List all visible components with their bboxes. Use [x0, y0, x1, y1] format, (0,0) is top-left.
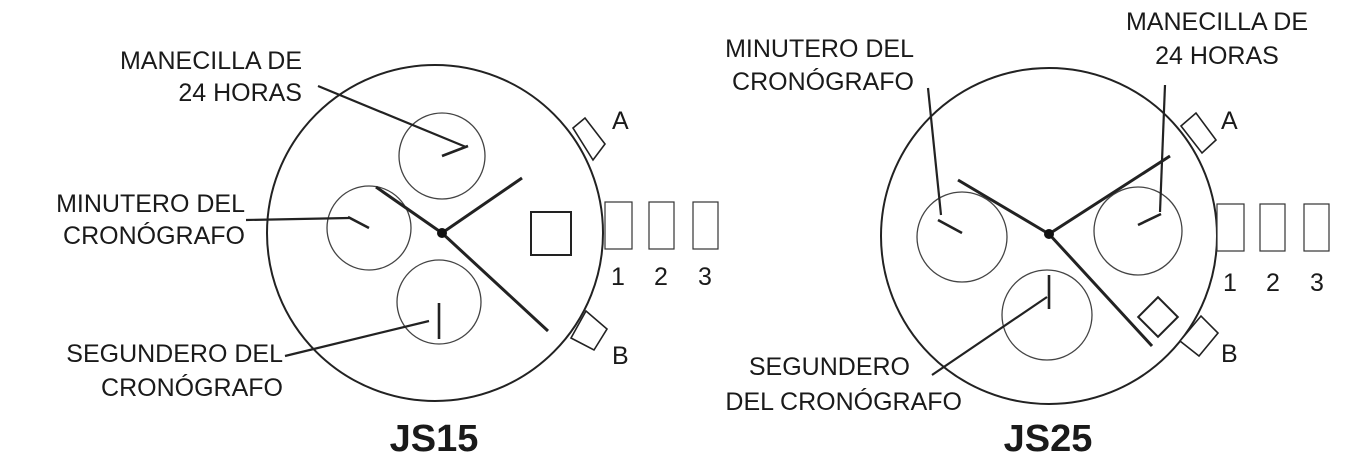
js25-crown-num-1: 1 [1223, 269, 1237, 297]
js15-label-second-line2: CRONÓGRAFO [101, 373, 283, 402]
js25-24h-hand [1137, 212, 1162, 227]
js25-watch: A B 1 2 3 MINUTERO DEL CRONÓGRAFO MANECI… [725, 8, 1330, 459]
js25-hour-hand [1048, 154, 1171, 236]
js15-pusher-b [569, 309, 609, 352]
js25-minute-main-hand [1047, 232, 1154, 348]
js15-model-title: JS15 [390, 418, 479, 459]
js15-minute-main-hand [440, 231, 550, 333]
js25-leader-24h [1158, 84, 1167, 213]
js15-crown-num-2: 2 [654, 263, 668, 291]
js15-crown-pos-3 [692, 201, 719, 250]
js15-24h-hand [441, 144, 469, 158]
js25-crown-pos-1 [1216, 203, 1245, 252]
js25-label-24h-line1: MANECILLA DE [1126, 8, 1308, 36]
js25-label-second-line2: DEL CRONÓGRAFO [725, 387, 962, 416]
js15-subdial-24h [398, 112, 486, 200]
js15-pusher-a [571, 116, 607, 162]
js25-pusher-a-label: A [1221, 107, 1238, 135]
js25-seconds-main-hand [957, 178, 1050, 236]
js15-crown-num-3: 3 [698, 263, 712, 291]
js15-pusher-b-label: B [612, 342, 629, 370]
js15-subdial-minute [326, 185, 412, 271]
js15-label-second-line1: SEGUNDERO DEL [66, 340, 283, 368]
js25-crown-num-2: 2 [1266, 269, 1280, 297]
js25-date-window [1136, 295, 1180, 339]
js15-pusher-a-label: A [612, 107, 629, 135]
js15-center-pin [437, 228, 447, 238]
js25-crown-positions: 1 2 3 [1216, 203, 1330, 297]
js15-date-window [530, 211, 572, 256]
js25-subdial-second [1001, 269, 1093, 361]
js25-pusher-a [1179, 111, 1218, 155]
js25-minute-hand [937, 218, 963, 235]
js25-crown-num-3: 3 [1310, 269, 1324, 297]
js25-leader-minute [926, 87, 943, 216]
js25-subdial-minute [916, 191, 1008, 283]
js15-seconds-main-hand [375, 185, 443, 235]
js15-watch-case [266, 64, 604, 402]
js15-leader-minute [245, 216, 350, 222]
js25-center-pin [1044, 229, 1054, 239]
js25-pusher-b-label: B [1221, 340, 1238, 368]
js25-model-title: JS25 [1004, 418, 1093, 459]
js25-subdial-24h [1093, 186, 1183, 276]
js25-leader-second [931, 296, 1048, 376]
js15-subdial-second [396, 259, 482, 345]
js15-minute-hand [347, 215, 370, 230]
js25-crown-pos-3 [1303, 203, 1330, 252]
js15-crown-positions: 1 2 3 [604, 201, 719, 291]
js15-label-24h-line1: MANECILLA DE [120, 47, 302, 75]
js15-hour-hand [441, 176, 523, 235]
js15-crown-pos-2 [648, 201, 675, 250]
js15-label-minute-line2: CRONÓGRAFO [63, 221, 245, 250]
js25-crown-pos-2 [1259, 203, 1286, 252]
js15-watch: A B 1 2 3 MANECILLA DE 24 HORAS MINUTERO… [56, 47, 719, 459]
js15-crown-num-1: 1 [611, 263, 625, 291]
js15-leader-second [284, 319, 430, 358]
js15-label-24h-line2: 24 HORAS [178, 79, 302, 107]
js25-label-24h-line2: 24 HORAS [1155, 42, 1279, 70]
js25-pusher-b [1178, 314, 1220, 358]
js25-label-second-line1: SEGUNDERO [749, 353, 910, 381]
js25-label-minute-line2: CRONÓGRAFO [732, 67, 914, 96]
js25-label-minute-line1: MINUTERO DEL [725, 35, 914, 63]
js15-label-minute-line1: MINUTERO DEL [56, 190, 245, 218]
js15-crown-pos-1 [604, 201, 633, 250]
js15-leader-24h [317, 84, 467, 149]
